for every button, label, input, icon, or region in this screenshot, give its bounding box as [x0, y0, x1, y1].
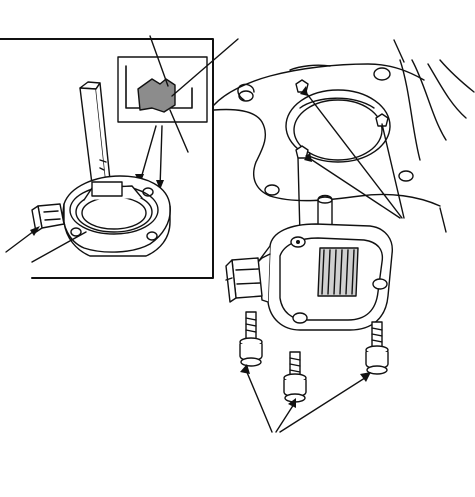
- sensor-bore: [286, 90, 390, 162]
- sensor-connector: [226, 258, 262, 302]
- bolt-center: [284, 352, 306, 402]
- sensor-grill: [318, 248, 358, 296]
- bolts: [240, 312, 388, 432]
- inset-connector: [32, 204, 64, 232]
- housing: [214, 40, 474, 232]
- oil-level-sensor: [226, 158, 392, 330]
- studs: [296, 80, 388, 158]
- inset-frame: [0, 39, 213, 278]
- bolt-right: [366, 322, 388, 374]
- bolt-left: [240, 312, 262, 366]
- inset-panel: [0, 36, 238, 278]
- detail-callout: [118, 36, 238, 152]
- seal-cross-section: [138, 79, 175, 112]
- sensor-flange: [63, 176, 170, 256]
